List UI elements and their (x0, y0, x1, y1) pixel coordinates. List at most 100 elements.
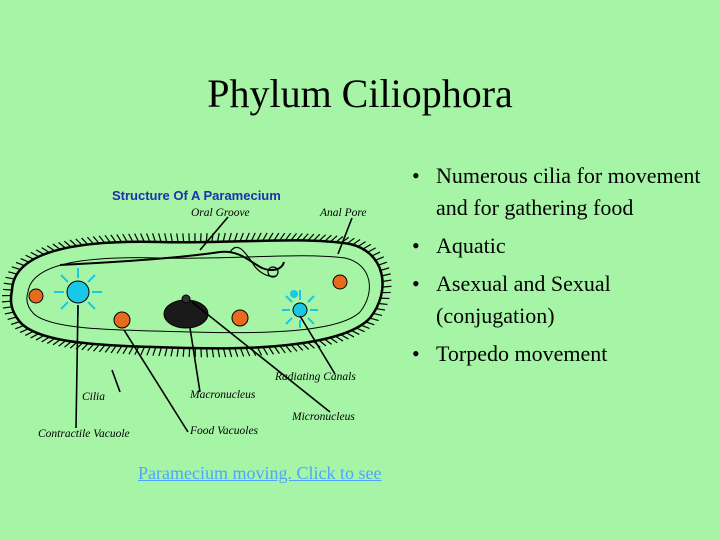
cilium (116, 234, 123, 243)
cilium (216, 232, 220, 243)
gullet (229, 246, 277, 277)
cilium (11, 266, 21, 271)
label-contractile-vacuole: Contractile Vacuole (38, 428, 130, 440)
cilium (176, 347, 179, 357)
cilium (128, 346, 134, 355)
cilium (122, 233, 128, 243)
cilium (376, 308, 386, 311)
cilium (381, 273, 391, 277)
label-anal-pore: Anal Pore (319, 207, 367, 219)
cilium (273, 345, 280, 354)
cilium (382, 279, 392, 283)
contractile-vacuole-right (282, 290, 318, 328)
cilium (245, 232, 250, 242)
cilium (35, 249, 45, 255)
bullet-item: •Numerous cilia for movement and for gat… (412, 160, 712, 224)
cilium (367, 247, 376, 253)
cilium (7, 316, 17, 321)
cilium (217, 348, 221, 358)
cilium (268, 346, 274, 355)
label-micronucleus: Micronucleus (291, 411, 355, 423)
cilium (140, 233, 145, 243)
cilium (170, 233, 173, 243)
cilium (170, 347, 174, 357)
cilium (245, 347, 251, 357)
cilium (140, 346, 146, 356)
cilium (93, 344, 100, 352)
cilium (20, 258, 30, 263)
contractile-vacuole-left (54, 268, 102, 316)
gullet-opening (267, 266, 279, 278)
cilium (116, 345, 123, 354)
bullet-item: •Aquatic (412, 230, 712, 262)
cilium (182, 347, 185, 357)
cilium (19, 328, 29, 334)
cilium (239, 232, 244, 242)
cilium (8, 271, 18, 275)
cilium (5, 276, 15, 280)
cilium (256, 232, 262, 242)
paramecium-diagram: Structure Of A Paramecium (1, 188, 392, 440)
cilium (3, 282, 13, 286)
cilium (262, 346, 269, 356)
cilium (98, 235, 106, 244)
cilium (373, 312, 383, 317)
cilia-fringe (1, 232, 392, 358)
cilium (158, 233, 162, 243)
label-cilia: Cilia (82, 391, 105, 403)
cilium (158, 347, 163, 357)
cilium (104, 344, 112, 353)
cilium (378, 261, 388, 266)
bullet-list: •Numerous cilia for movement and for gat… (412, 160, 712, 376)
slide-title: Phylum Ciliophora (207, 71, 513, 116)
cilium (182, 233, 185, 243)
bullet-dot-icon: • (412, 271, 420, 296)
cilium (146, 233, 151, 243)
cilium (4, 311, 14, 315)
cilium (228, 232, 232, 242)
cilium (279, 232, 286, 241)
cilium (228, 348, 233, 358)
cilium (378, 302, 388, 306)
micronucleus (181, 294, 191, 304)
cilium (110, 345, 117, 354)
macronucleus (163, 299, 209, 329)
cilium (92, 236, 100, 244)
cilium (262, 232, 268, 242)
cilium (239, 347, 245, 357)
food-vacuole (113, 311, 131, 329)
diagram-heading: Structure Of A Paramecium (112, 188, 281, 203)
cilium (267, 232, 274, 241)
cilium (1, 300, 12, 303)
paramecium-video-link[interactable]: Paramecium moving. Click to see (138, 463, 382, 483)
food-vacuole (231, 309, 249, 327)
food-vacuoles (28, 274, 348, 329)
cilium (146, 346, 151, 356)
cilium (222, 348, 227, 358)
cilium (176, 233, 179, 243)
cilium (134, 233, 140, 243)
cilium (371, 251, 381, 257)
cilium (205, 233, 208, 243)
cilium (211, 348, 215, 358)
bullet-item: •Asexual and Sexual (conjugation) (412, 268, 712, 332)
cilium (164, 347, 168, 357)
label-macronucleus: Macronucleus (189, 389, 256, 401)
cilium (362, 243, 372, 250)
cilium (205, 348, 209, 358)
cilium (250, 232, 256, 242)
label-food-vacuoles: Food Vacuoles (189, 425, 259, 437)
oral-groove (59, 250, 285, 271)
cilium (273, 232, 280, 241)
food-vacuole (332, 274, 348, 290)
cilium (375, 256, 385, 261)
cilium (256, 347, 263, 356)
cilium (30, 333, 39, 339)
cilium (222, 232, 226, 242)
cilium (152, 233, 157, 243)
bullet-dot-icon: • (412, 341, 420, 366)
bullet-dot-icon: • (412, 163, 420, 188)
cilium (110, 234, 117, 243)
label-oral-groove: Oral Groove (191, 207, 250, 219)
food-vacuole (28, 288, 44, 304)
